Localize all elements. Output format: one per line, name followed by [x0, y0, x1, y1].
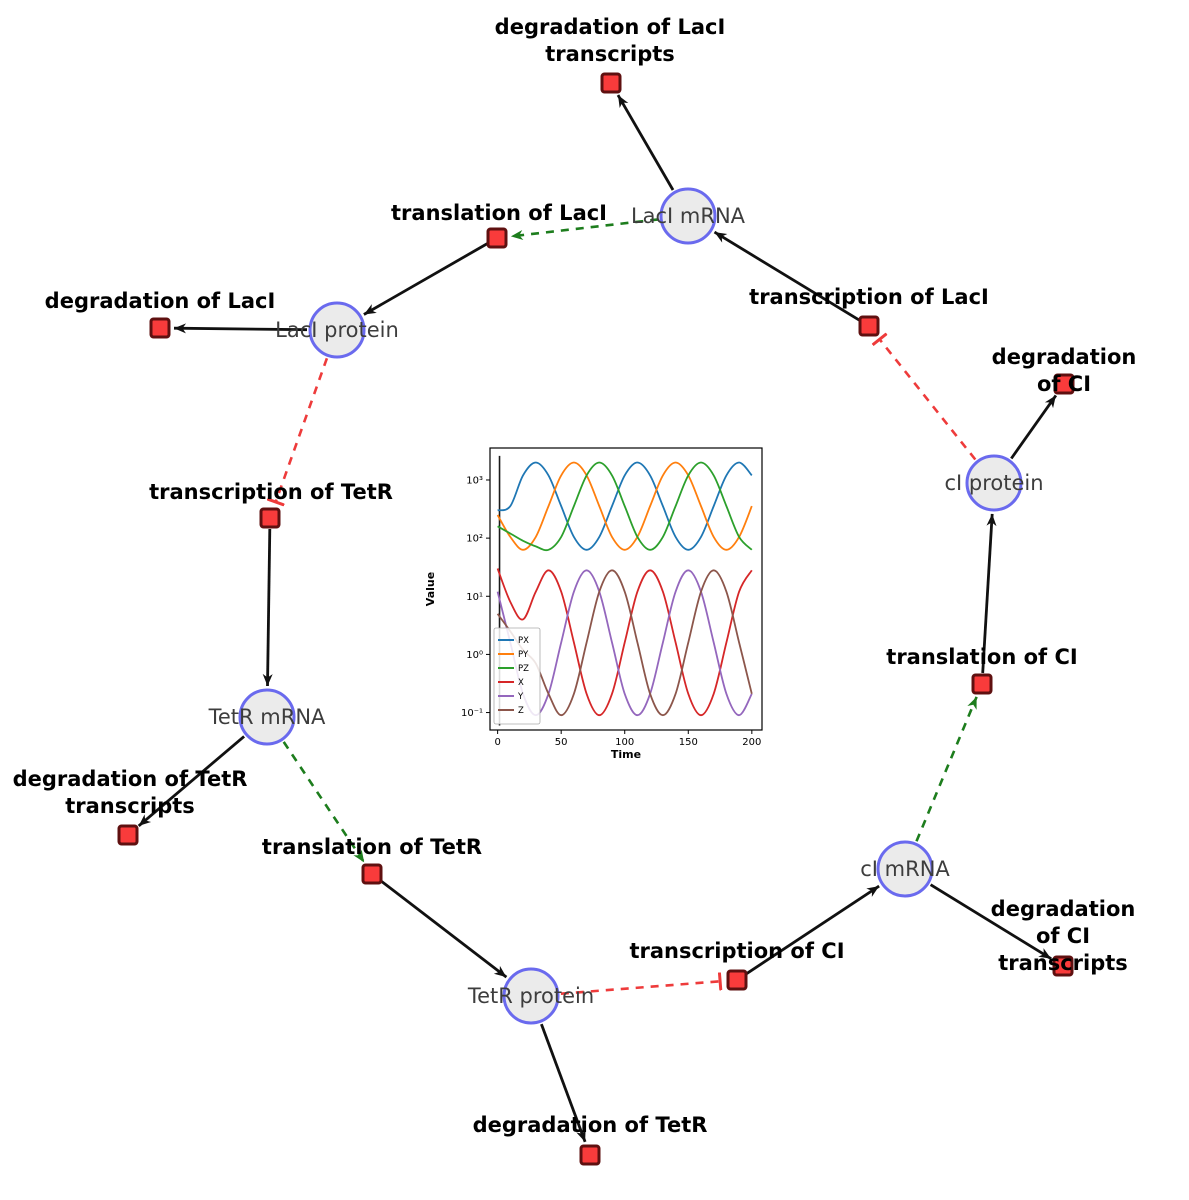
legend-label-X: X	[518, 678, 524, 688]
species-node-lacI_mRNA[interactable]	[659, 187, 717, 245]
legend-label-Y: Y	[517, 692, 524, 702]
legend-box	[493, 627, 541, 725]
y-tick-label: 10³	[466, 475, 483, 486]
reaction-label-tx_tetR: transcription of TetR	[149, 480, 393, 504]
edge-production-tx_cI-cI_mRNA	[745, 884, 880, 976]
reaction-label-deg_cI_tx: degradation of CI transcripts	[990, 897, 1136, 975]
x-tick-label: 100	[615, 737, 634, 748]
edge-catalysis-tetR_mRNA-tl_tetR	[282, 741, 366, 864]
edge-consumption-tetR_mRNA-deg_tetR_tx	[137, 735, 246, 827]
reaction-label-deg_lacI: degradation of LacI	[44, 289, 276, 313]
legend-label-PY: PY	[518, 650, 529, 660]
y-tick-label: 10²	[466, 534, 483, 545]
reaction-label-deg_tetR: degradation of TetR	[472, 1113, 708, 1137]
x-tick-label: 200	[742, 737, 761, 748]
edge-consumption-cI_mRNA-deg_cI_tx	[929, 883, 1052, 960]
edge-consumption-lacI_prot-deg_lacI	[173, 323, 308, 334]
reaction-label-tx_lacI: transcription of LacI	[749, 285, 989, 309]
edge-consumption-cI_prot-deg_cI	[1010, 394, 1058, 460]
edge-production-tl_cI-cI_prot	[981, 513, 997, 674]
species-label-cI_mRNA: cI mRNA	[860, 857, 950, 881]
species-node-tetR_mRNA[interactable]	[238, 688, 296, 746]
species-label-cI_prot: cI protein	[944, 471, 1044, 495]
reaction-node-deg_cI[interactable]	[1053, 373, 1075, 395]
species-node-cI_prot[interactable]	[965, 454, 1023, 512]
species-label-tetR_mRNA: TetR mRNA	[208, 705, 326, 729]
reaction-node-deg_tetR[interactable]	[579, 1144, 601, 1166]
species-node-tetR_prot[interactable]	[502, 967, 560, 1025]
reaction-label-tl_cI: translation of CI	[886, 645, 1078, 669]
species-label-tetR_prot: TetR protein	[467, 984, 595, 1008]
reaction-label-tl_tetR: translation of TetR	[261, 835, 483, 859]
y-tick-label: 10⁻¹	[461, 708, 483, 719]
edge-consumption-tetR_prot-deg_tetR	[540, 1023, 587, 1143]
x-tick-label: 150	[679, 737, 698, 748]
x-tick-label: 0	[494, 737, 500, 748]
reaction-label-deg_cI: degradation of CI	[991, 345, 1137, 396]
edge-production-tx_tetR-tetR_mRNA	[262, 528, 273, 687]
legend-label-PX: PX	[518, 636, 529, 646]
reaction-node-tx_tetR[interactable]	[259, 507, 281, 529]
series-line-PZ	[497, 461, 753, 552]
species-node-lacI_prot[interactable]	[308, 301, 366, 359]
species-label-lacI_mRNA: LacI mRNA	[630, 204, 746, 228]
edge-production-tl_tetR-tetR_prot	[379, 879, 508, 979]
edge-consumption-lacI_mRNA-deg_lacI_tx	[616, 94, 675, 191]
x-tick-label: 50	[555, 737, 568, 748]
reaction-label-deg_lacI_tx: degradation of LacI transcripts	[494, 15, 726, 66]
reaction-node-deg_tetR_tx[interactable]	[117, 824, 139, 846]
edge-inhibition-cI_prot-tx_lacI	[880, 339, 977, 461]
reaction-node-tl_lacI[interactable]	[486, 227, 508, 249]
edge-inhibition-lacI_prot-tx_tetR	[276, 357, 329, 502]
reaction-node-deg_cI_tx[interactable]	[1052, 955, 1074, 977]
reaction-node-tx_lacI[interactable]	[858, 315, 880, 337]
edge-catalysis-lacI_mRNA-tl_lacI	[510, 218, 659, 240]
species-label-lacI_prot: LacI protein	[275, 318, 399, 342]
y-tick-label: 10¹	[466, 592, 483, 603]
legend-label-PZ: PZ	[518, 664, 529, 674]
series-line-PY	[496, 461, 753, 551]
reaction-label-tx_cI: transcription of CI	[629, 939, 845, 963]
edge-production-tx_lacI-lacI_mRNA	[713, 230, 861, 322]
reaction-node-deg_lacI[interactable]	[149, 317, 171, 339]
y-tick-label: 10⁰	[466, 650, 483, 661]
species-node-cI_mRNA[interactable]	[876, 840, 934, 898]
series-line-PX	[497, 461, 753, 551]
reaction-node-tl_cI[interactable]	[971, 673, 993, 695]
reaction-node-deg_lacI_tx[interactable]	[600, 72, 622, 94]
edge-catalysis-cI_mRNA-tl_cI	[915, 696, 978, 842]
reaction-node-tx_cI[interactable]	[726, 969, 748, 991]
series-line-X	[496, 568, 753, 717]
reaction-label-tl_lacI: translation of LacI	[391, 201, 607, 225]
reaction-node-tl_tetR[interactable]	[361, 863, 383, 885]
y-axis-label: Value	[424, 572, 437, 606]
edge-production-tl_lacI-lacI_prot	[363, 242, 489, 316]
x-axis-label: Time	[611, 748, 641, 761]
reaction-label-deg_tetR_tx: degradation of TetR transcripts	[12, 767, 248, 818]
legend-label-Z: Z	[518, 706, 524, 716]
edge-inhibition-tetR_prot-tx_cI	[560, 981, 720, 995]
